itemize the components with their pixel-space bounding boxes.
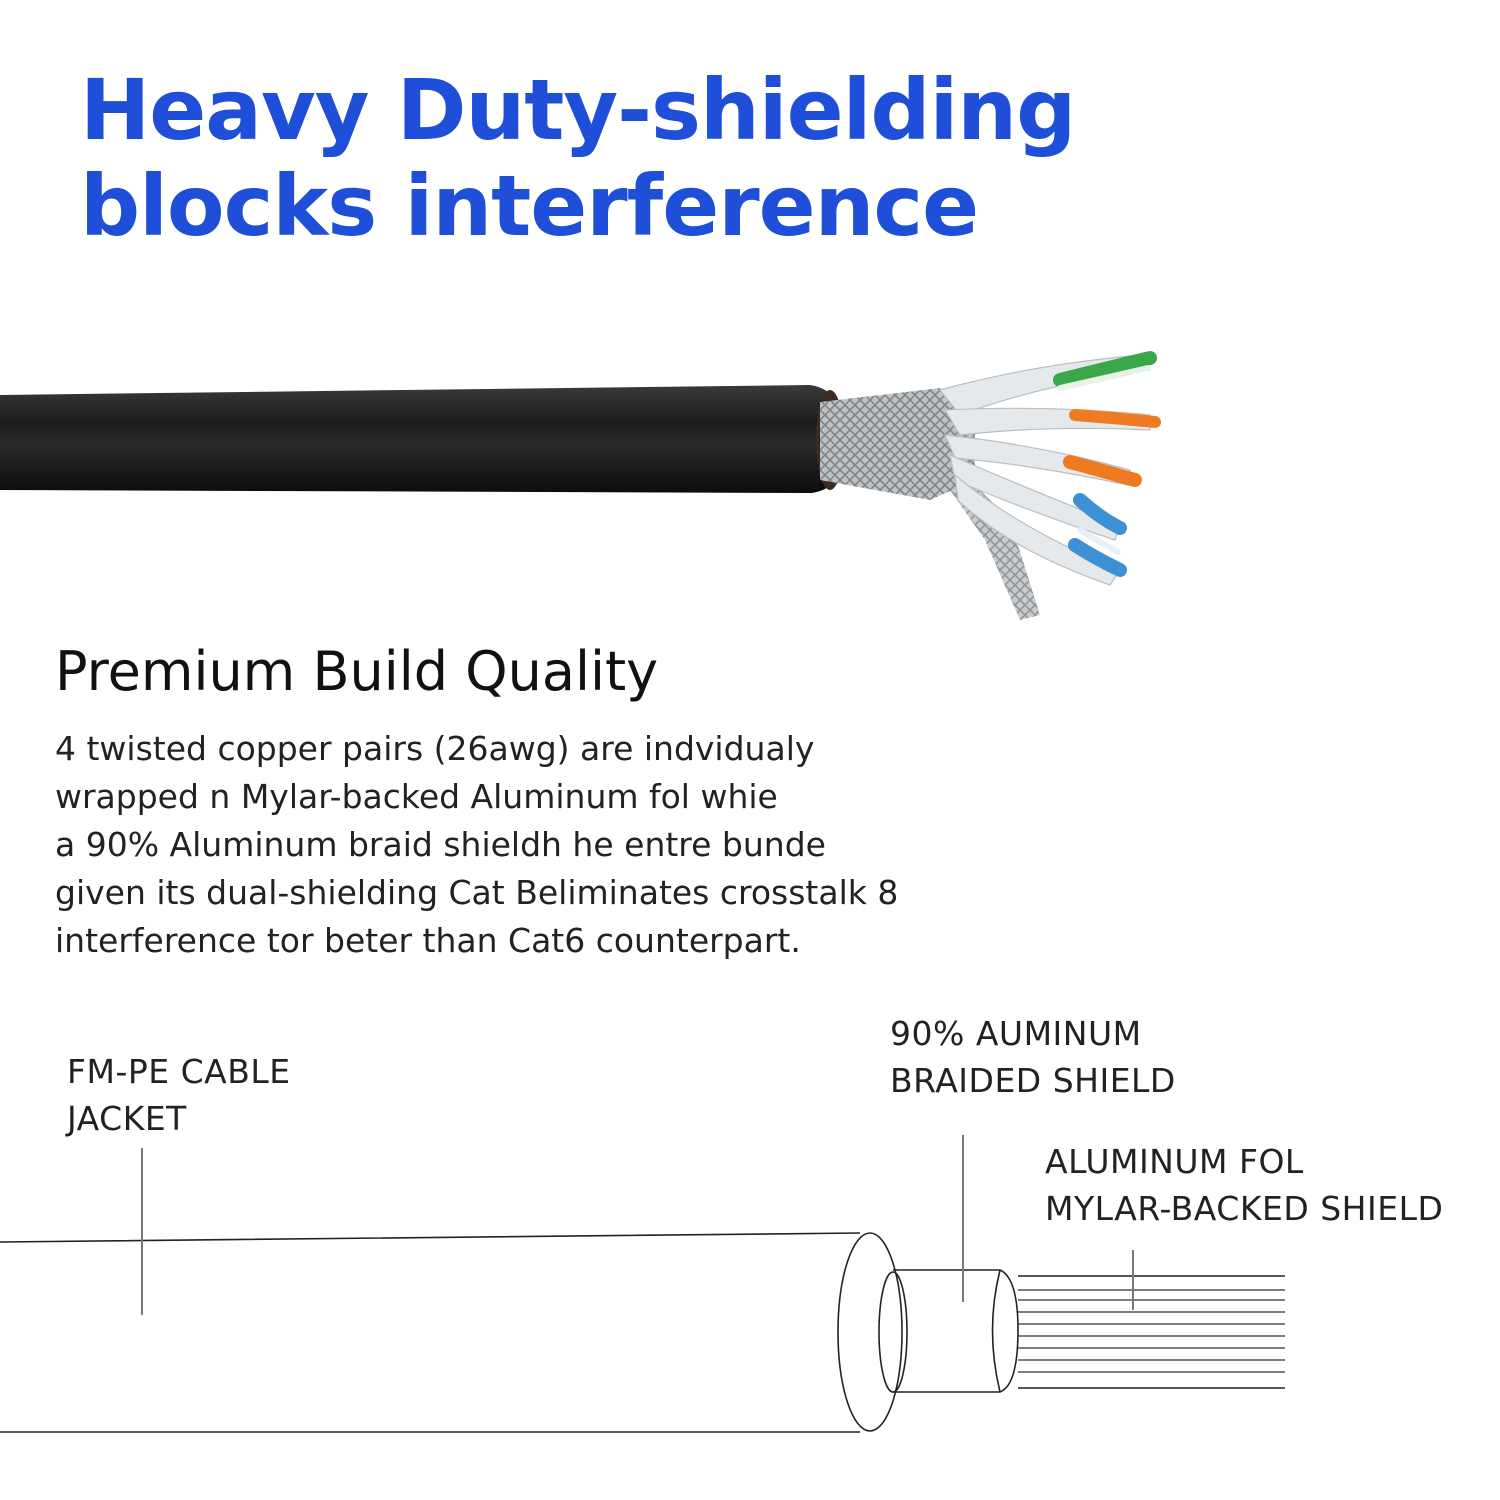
headline-line-1: Heavy Duty-shielding bbox=[80, 61, 1076, 159]
diagram-jacket bbox=[0, 1232, 861, 1433]
body-line-1: 4 twisted copper pairs (26awg) are indvi… bbox=[55, 729, 815, 768]
body-line-3: a 90% Aluminum braid shieldh he entre bu… bbox=[55, 825, 826, 864]
body-line-2: wrapped n Mylar-backed Aluminum fol whie bbox=[55, 777, 778, 816]
cable-photo bbox=[0, 351, 1161, 620]
diagram-conductors bbox=[1018, 1289, 1285, 1373]
diagram-braid bbox=[893, 1269, 1019, 1393]
label-cable-jacket-line-2: JACKET bbox=[67, 1099, 187, 1138]
cable-jacket bbox=[0, 385, 848, 493]
leader-lines bbox=[141, 1135, 1134, 1315]
label-cable-jacket: FM-PE CABLE JACKET bbox=[67, 1048, 291, 1142]
label-cable-jacket-line-1: FM-PE CABLE bbox=[67, 1052, 291, 1091]
headline-line-2: blocks interference bbox=[80, 157, 979, 255]
section-title: Premium Build Quality bbox=[55, 640, 659, 703]
label-braided-shield: 90% AUMINUM BRAIDED SHIELD bbox=[890, 1010, 1176, 1104]
cable-diagram bbox=[0, 1135, 1285, 1433]
body-line-4: given its dual-shielding Cat Beliminates… bbox=[55, 873, 899, 912]
headline: Heavy Duty-shielding blocks interference bbox=[80, 61, 1076, 255]
label-foil-shield: ALUMINUM FOL MYLAR-BACKED SHIELD bbox=[1045, 1138, 1443, 1232]
body-line-5: interference tor beter than Cat6 counter… bbox=[55, 921, 801, 960]
braided-shield bbox=[820, 388, 975, 500]
section-body: 4 twisted copper pairs (26awg) are indvi… bbox=[55, 725, 898, 965]
label-braided-shield-line-1: 90% AUMINUM bbox=[890, 1014, 1142, 1053]
label-braided-shield-line-2: BRAIDED SHIELD bbox=[890, 1061, 1176, 1100]
label-foil-shield-line-2: MYLAR-BACKED SHIELD bbox=[1045, 1189, 1444, 1228]
colored-wires bbox=[1053, 351, 1161, 577]
diagram-jacket-end bbox=[837, 1232, 903, 1432]
label-foil-shield-line-1: ALUMINUM FOL bbox=[1045, 1142, 1304, 1181]
